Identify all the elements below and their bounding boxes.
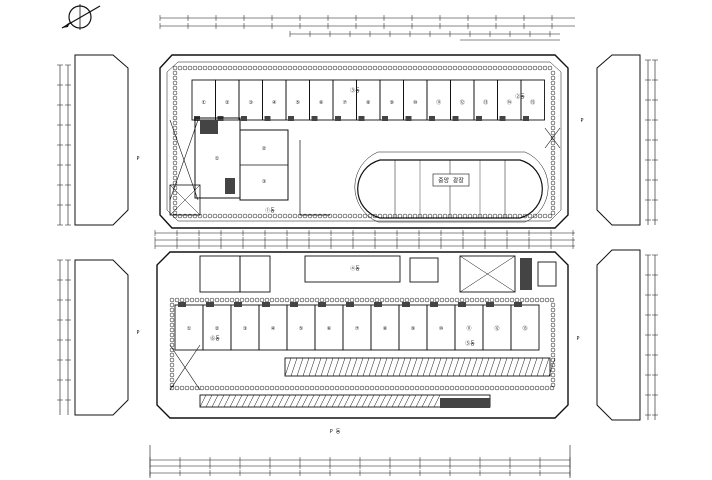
labels: 중앙 광장 ③동 ②동 ①동 ④동 ⑤동 ⑥동 P P P P P 동	[136, 87, 583, 435]
room-number: ⑥	[327, 326, 332, 332]
building-tag-6: ⑥동	[210, 335, 220, 342]
side-label-right-lower: P	[576, 336, 579, 342]
room-number: ⑨	[390, 100, 395, 106]
top-dimension-lines	[160, 17, 575, 41]
room-number: ⑩	[413, 100, 418, 106]
room-number: ⑭	[507, 99, 512, 106]
room-number: ②	[262, 146, 267, 152]
room-number: ①	[187, 326, 192, 332]
room-number: ⑧	[383, 326, 388, 332]
room-number: ①	[202, 100, 207, 106]
room-number: ③	[262, 179, 267, 185]
room-number: ③	[249, 100, 254, 106]
middle-dimension-ticks	[154, 230, 574, 249]
building-tag-5: ⑤동	[465, 340, 475, 347]
building-tag-2: ②동	[515, 93, 525, 100]
side-label-left-upper: P	[136, 156, 139, 162]
room-number: ③	[243, 326, 248, 332]
parking-panel-right-lower	[596, 249, 641, 421]
room-number: ⑨	[411, 326, 416, 332]
building-tag-3: ③동	[350, 87, 360, 94]
room-number: ⑧	[366, 100, 371, 106]
room-number: ⑦	[355, 326, 360, 332]
room-number: ②	[225, 100, 230, 106]
room-number: ⑫	[494, 325, 499, 332]
building-tag-1: ①동	[265, 207, 275, 214]
top-dimension-ticks	[159, 15, 553, 37]
room-number: ⑮	[530, 99, 535, 106]
footer-label: P 동	[330, 429, 341, 435]
room-number: ⑬	[522, 325, 527, 332]
parking-panel-left-upper	[74, 54, 129, 226]
room-number: ②	[215, 326, 220, 332]
side-label-right-upper: P	[580, 118, 583, 124]
side-label-left-lower: P	[136, 330, 139, 336]
room-number: ④	[271, 326, 276, 332]
side-dimension-ticks	[57, 59, 658, 416]
lower-block	[156, 251, 569, 419]
room-number: ⑪	[436, 99, 441, 106]
north-arrow-icon	[61, 4, 101, 30]
central-court-label: 중앙 광장	[438, 177, 464, 185]
room-number: ⑬	[483, 99, 488, 106]
lower-hatch-lines	[284, 357, 556, 377]
room-number-labels: ① ② ③ ④ ⑤ ⑥ ⑦ ⑧ ⑨ ⑩ ⑪ ⑫ ⑬ ⑭ ⑮ ① ② ③ ① ② ③ ④ ⑤ ⑥ ⑦ ⑧ ⑨ ⑩ ⑪ ⑫ ⑬	[187, 99, 536, 332]
room-number: ①	[215, 156, 220, 162]
room-number: ⑤	[299, 326, 304, 332]
parking-panel-right-upper	[596, 54, 641, 226]
bottom-hatch-lines	[199, 394, 441, 408]
middle-dimension-lines	[155, 232, 575, 247]
bottom-dimension-ticks	[149, 457, 571, 476]
room-number: ⑩	[439, 326, 444, 332]
room-number: ⑥	[319, 100, 324, 106]
room-number: ④	[272, 100, 277, 106]
room-number: ⑤	[296, 100, 301, 106]
lower-unit-row	[174, 302, 540, 351]
room-number: ⑦	[343, 100, 348, 106]
upper-hedge-dots	[172, 65, 556, 219]
upper-block	[159, 54, 569, 229]
room-number: ⑫	[460, 99, 465, 106]
room-number: ⑪	[466, 325, 471, 332]
parking-panel-left-lower	[74, 259, 129, 416]
building-tag-4: ④동	[350, 265, 360, 272]
